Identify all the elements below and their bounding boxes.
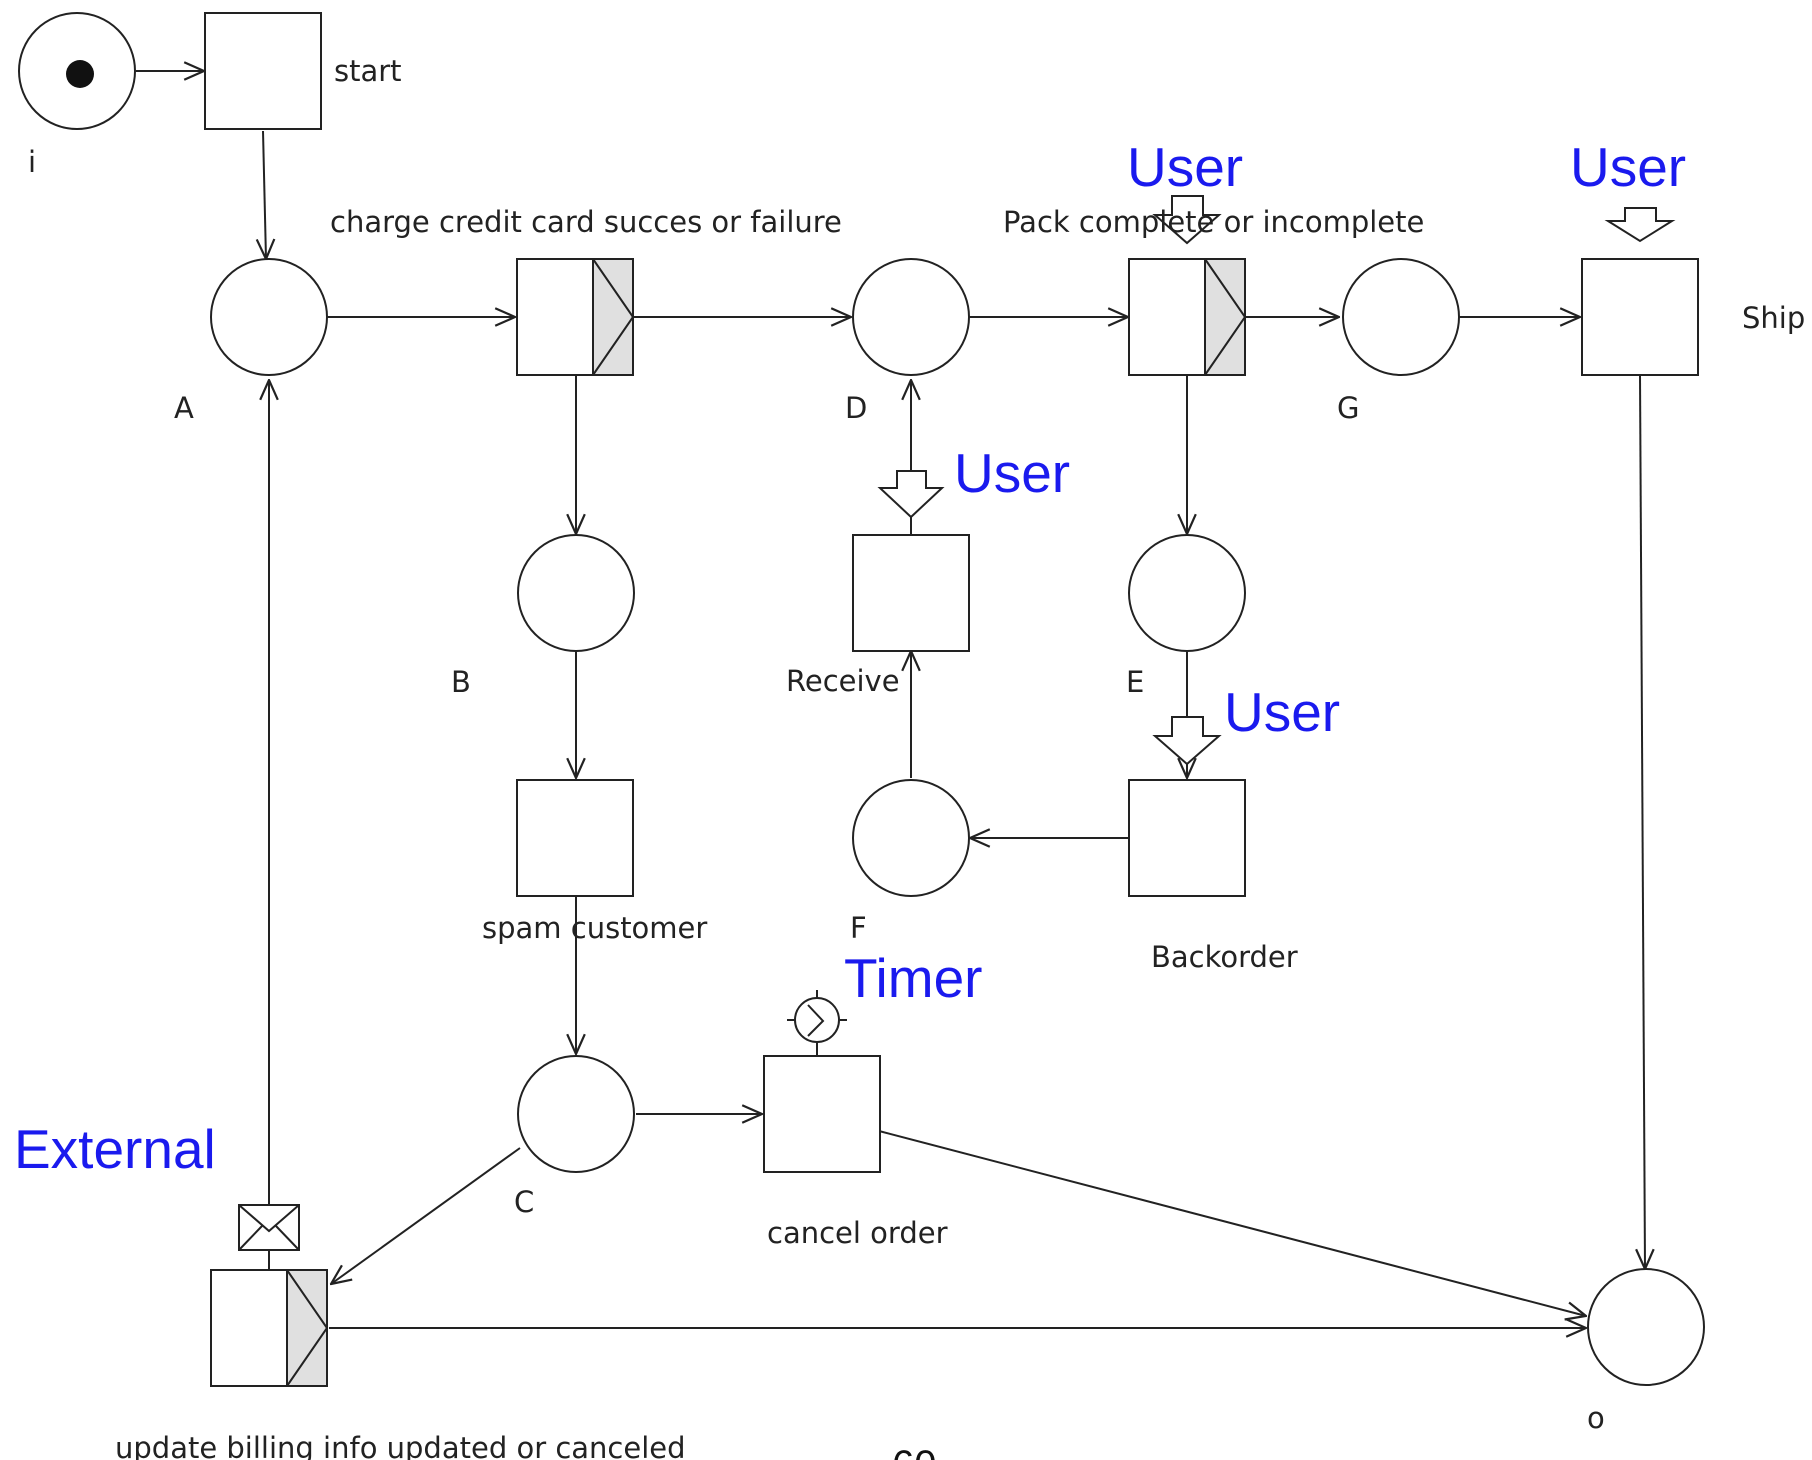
label-transition-backorder: Backorder xyxy=(1151,940,1298,974)
label-transition-update: update billing info updated or canceled xyxy=(115,1431,686,1460)
arcs xyxy=(136,71,1645,1328)
label-transition-cancel: cancel order xyxy=(767,1216,948,1250)
trigger-label-user-pack: User xyxy=(1127,136,1243,198)
trigger-label-user-ship: User xyxy=(1570,136,1686,198)
trigger-label-user-backorder: User xyxy=(1224,681,1340,743)
token xyxy=(66,60,94,88)
transition-start xyxy=(204,12,322,130)
label-place-D: D xyxy=(845,391,867,425)
label-place-i: i xyxy=(28,145,36,179)
trigger-labels: User User User User Timer External xyxy=(14,136,1686,1180)
clock-icon xyxy=(787,990,847,1056)
place-F xyxy=(852,779,970,897)
arc-ship-o xyxy=(1640,374,1645,1269)
user-trigger-arrow-icon xyxy=(1152,195,1222,245)
label-place-B: B xyxy=(451,665,471,699)
arc-cancel-o xyxy=(878,1130,1586,1316)
trigger-label-external: External xyxy=(14,1118,216,1180)
place-E xyxy=(1128,534,1246,652)
trigger-icons xyxy=(238,195,1676,1270)
arc-start-A xyxy=(263,130,266,259)
label-transition-charge: charge credit card succes or failure xyxy=(330,205,842,239)
node-labels: i A D G B E F C o start charge credit ca… xyxy=(28,54,1805,1460)
user-trigger-arrow-icon xyxy=(1152,716,1222,766)
label-transition-start: start xyxy=(334,54,402,88)
transition-spam xyxy=(516,779,634,897)
place-G xyxy=(1342,258,1460,376)
user-trigger-arrow-icon xyxy=(1604,207,1676,243)
envelope-icon xyxy=(238,1204,300,1270)
label-place-o: o xyxy=(1587,1401,1605,1435)
label-transition-ship: Ship xyxy=(1742,301,1805,335)
place-B xyxy=(517,534,635,652)
place-A xyxy=(210,258,328,376)
label-place-E: E xyxy=(1126,665,1144,699)
user-trigger-arrow-icon xyxy=(877,470,945,519)
label-transition-receive: Receive xyxy=(786,664,900,698)
label-place-G: G xyxy=(1337,391,1359,425)
transition-pack xyxy=(1128,258,1247,376)
transition-receive xyxy=(852,534,970,652)
transition-update xyxy=(210,1269,329,1387)
label-transition-pack: Pack complete or incomplete xyxy=(1003,205,1424,239)
place-o xyxy=(1587,1268,1705,1386)
trigger-label-timer: Timer xyxy=(844,947,983,1009)
transition-ship xyxy=(1581,258,1699,376)
label-place-C: C xyxy=(514,1185,534,1219)
label-place-A: A xyxy=(174,391,194,425)
place-C xyxy=(517,1055,635,1173)
transition-cancel xyxy=(763,1055,881,1173)
page-number: 60 xyxy=(892,1443,937,1460)
trigger-label-user-receive: User xyxy=(954,442,1070,504)
places xyxy=(18,12,1705,1386)
arc-C-update xyxy=(331,1147,521,1284)
place-D xyxy=(852,258,970,376)
label-place-F: F xyxy=(850,911,867,945)
transitions xyxy=(204,12,1699,1387)
label-transition-spam: spam customer xyxy=(482,911,707,945)
transition-backorder xyxy=(1128,779,1246,897)
transition-charge xyxy=(516,258,635,376)
